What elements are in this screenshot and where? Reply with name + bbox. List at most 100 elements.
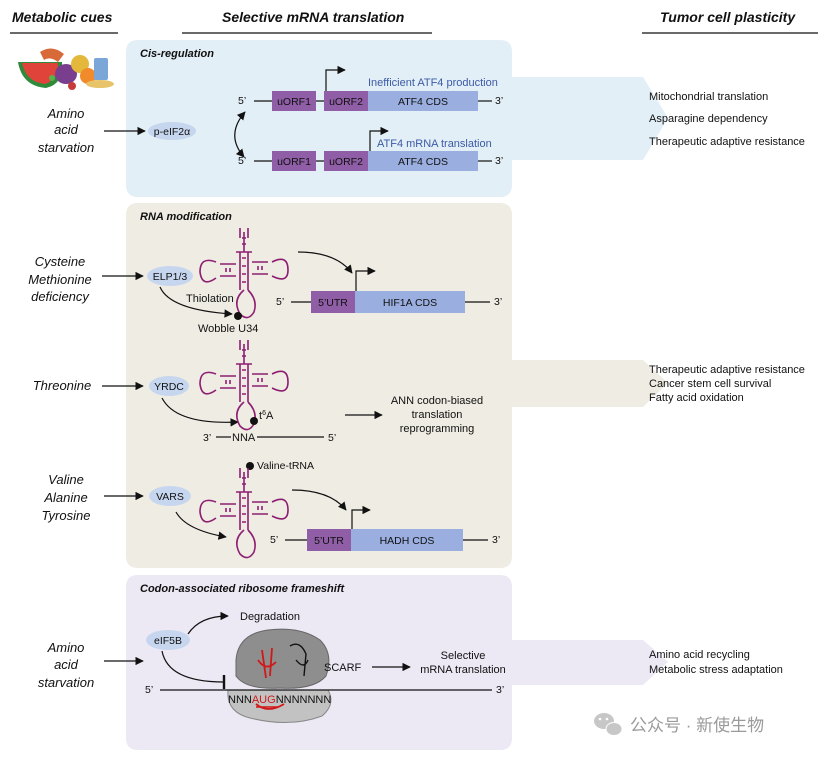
outcome-item: Mitochondrial translation	[649, 91, 768, 103]
outcome-item: Fatty acid oxidation	[649, 392, 744, 404]
result-line: translation	[412, 409, 463, 421]
five-prime-label: 5’	[238, 155, 246, 167]
elp13-label: ELP1/3	[153, 271, 188, 283]
hadh-cds-box	[351, 529, 463, 551]
header-metabolic-cues: Metabolic cues	[12, 9, 113, 25]
eif5b-label: eIF5B	[154, 635, 182, 647]
cue-line: starvation	[38, 675, 94, 690]
p-eif2a-ellipse	[148, 122, 196, 140]
cysteine-cue: Cysteine Methionine deficiency	[28, 254, 92, 304]
reinitiation-arrow	[234, 111, 246, 158]
atf4-translation-note: ATF4 mRNA translation	[377, 138, 492, 150]
thiolation-label: Thiolation	[186, 293, 234, 305]
atf4-cds-box	[368, 91, 478, 111]
hadh-5utr-box	[307, 529, 351, 551]
cue-line: Amino	[47, 640, 85, 655]
tss-arrow	[355, 266, 376, 291]
vars-label: VARS	[156, 491, 184, 503]
cue-line: Amino	[47, 106, 85, 121]
uorf1-label: uORF1	[277, 156, 311, 168]
result-line: Selective	[441, 650, 486, 662]
uorf1-box	[272, 91, 316, 111]
hadh-cds-label: HADH CDS	[380, 535, 435, 547]
rna-modification-title: RNA modification	[140, 211, 232, 223]
watermark-text: 公众号 · 新使生物	[630, 715, 764, 735]
frameshift-panel	[126, 575, 668, 750]
translation-arrow	[291, 489, 347, 511]
mrna-sequence: NNNAUGNNNNNNN	[228, 694, 331, 706]
hif1a-cds-box	[355, 291, 465, 313]
cue-line: deficiency	[31, 289, 90, 304]
outcome-item: Metabolic stress adaptation	[649, 664, 783, 676]
three-prime-label: 3’	[495, 155, 503, 167]
valine-cue: Valine Alanine Tyrosine	[42, 472, 91, 523]
utr-label: 5’UTR	[314, 535, 344, 547]
ann-codon-result: ANN codon-biased translation reprogrammi…	[391, 395, 483, 435]
outcome-item: Amino acid recycling	[649, 649, 750, 661]
modification-arrow	[161, 397, 239, 427]
cue-line: Valine	[48, 472, 84, 487]
degradation-arrow	[187, 611, 229, 635]
uorf2-label: uORF2	[329, 156, 363, 168]
cue-line: Cysteine	[35, 254, 86, 269]
three-prime-label: 3’	[495, 95, 503, 107]
outcome-item: Asparagine dependency	[649, 113, 768, 125]
yrdc-label: YRDC	[154, 381, 184, 393]
tss-arrow	[351, 505, 371, 529]
wechat-icon	[594, 713, 623, 736]
cue-line: Alanine	[43, 490, 87, 505]
valine-trna-label: Valine-tRNA	[257, 460, 314, 472]
wobble-u34-label: Wobble U34	[198, 323, 258, 335]
uorf2-label: uORF2	[329, 96, 363, 108]
cis-cue: Amino acid starvation	[38, 106, 94, 155]
header-tumor-plasticity: Tumor cell plasticity	[660, 9, 796, 25]
scarf-label: SCARF	[324, 662, 362, 674]
uorf1-box	[272, 151, 316, 171]
three-prime-label: 3’	[492, 534, 500, 546]
eif5b-ellipse	[146, 630, 190, 650]
cue-line: Methionine	[28, 272, 92, 287]
rna-modification-panel	[126, 203, 668, 568]
result-line: ANN codon-biased	[391, 395, 483, 407]
trna-icon	[199, 340, 289, 431]
vars-ellipse	[149, 486, 191, 506]
outcome-item: Cancer stem cell survival	[649, 378, 771, 390]
threonine-cue: Threonine	[33, 378, 92, 393]
trna-icon	[199, 228, 289, 319]
degradation-label: Degradation	[240, 611, 300, 623]
hif1a-cds-label: HIF1A CDS	[383, 297, 437, 309]
trna-icon	[199, 468, 289, 559]
wobble-u34-dot	[234, 312, 242, 320]
five-prime-label: 5’	[270, 534, 278, 546]
hif1a-5utr-box	[311, 291, 355, 313]
selective-translation-result: Selective mRNA translation	[420, 650, 506, 676]
frameshift-cue: Amino acid starvation	[38, 640, 94, 690]
result-line: reprogramming	[400, 423, 475, 435]
three-prime-label: 3’	[496, 684, 504, 696]
column-headers: Metabolic cues Selective mRNA translatio…	[10, 9, 818, 34]
frameshift-outcomes: Amino acid recycling Metabolic stress ad…	[649, 649, 783, 676]
five-prime-label: 5’	[276, 296, 284, 308]
atf4-cds-box	[368, 151, 478, 171]
rna-outcomes: Therapeutic adaptive resistance Cancer s…	[649, 364, 805, 404]
translation-arrow	[297, 251, 353, 274]
cis-regulation-title: Cis-regulation	[140, 48, 214, 60]
five-prime-label: 5’	[238, 95, 246, 107]
charging-arrow	[175, 511, 227, 540]
ribosome-icon	[227, 628, 332, 724]
cue-line: acid	[54, 657, 79, 672]
header-selective-translation: Selective mRNA translation	[222, 9, 404, 25]
t6a-label: t6A	[259, 410, 274, 422]
atf4-cds-label: ATF4 CDS	[398, 96, 448, 108]
frameshift-title: Codon-associated ribosome frameshift	[140, 583, 345, 595]
thiolation-arrow	[159, 286, 233, 318]
atf4-cds-label: ATF4 CDS	[398, 156, 448, 168]
result-line: mRNA translation	[420, 664, 506, 676]
codon-five-prime: 5’	[328, 432, 336, 444]
utr-label: 5’UTR	[318, 297, 348, 309]
three-prime-label: 3’	[494, 296, 502, 308]
food-icon	[18, 48, 114, 90]
codon-three-prime: 3’	[203, 432, 211, 444]
cis-regulation-panel	[126, 40, 668, 197]
